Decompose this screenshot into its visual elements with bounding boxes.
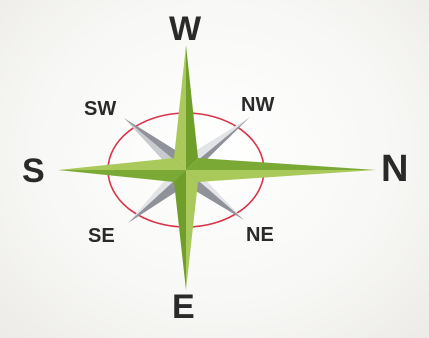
main-points — [58, 45, 376, 290]
label-bottom-e: E — [172, 290, 195, 324]
main-point-left — [58, 158, 186, 170]
main-point-right — [186, 158, 376, 170]
label-top-w: W — [169, 12, 201, 46]
main-point-top — [174, 45, 186, 170]
label-upper-right-nw: NW — [241, 95, 274, 115]
label-lower-right-ne: NE — [246, 225, 274, 245]
label-right-n: N — [381, 150, 408, 188]
main-point-bottom — [174, 170, 186, 290]
label-upper-left-sw: SW — [84, 99, 116, 119]
label-left-s: S — [22, 154, 45, 188]
label-lower-left-se: SE — [88, 226, 115, 246]
